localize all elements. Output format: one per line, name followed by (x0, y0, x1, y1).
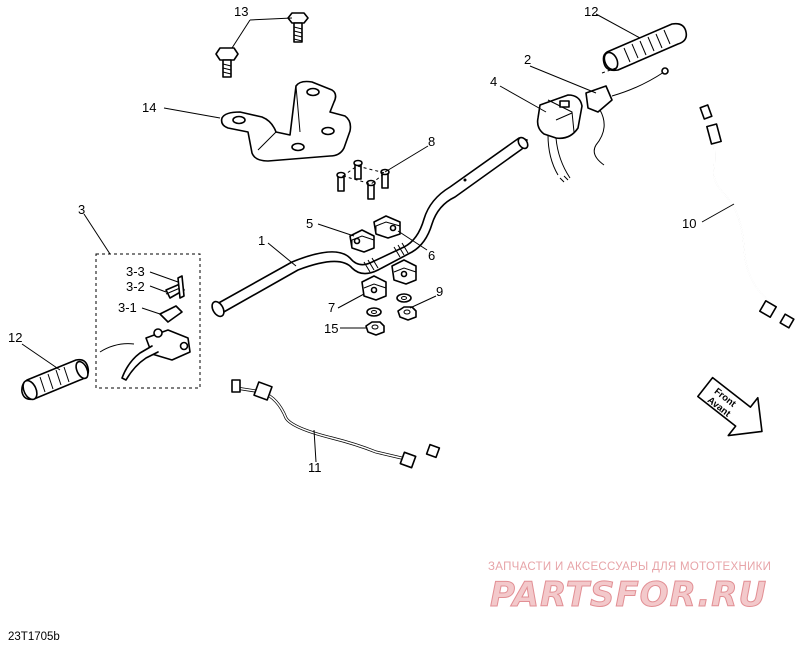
clamp-lower-left-part (361, 275, 387, 301)
nut-part (365, 306, 417, 336)
leader-lines (21, 13, 735, 463)
bolt-part-upper (287, 12, 309, 43)
bolt-part-lower (215, 47, 239, 78)
callout-6: 6 (428, 248, 435, 263)
callout-10: 10 (682, 216, 696, 231)
callout-1: 1 (258, 233, 265, 248)
lever-detail-3-1 (159, 305, 183, 323)
grip-right-part (602, 22, 688, 72)
throttle-part (585, 67, 669, 166)
cable-right-part (699, 104, 795, 329)
callout-12-left: 12 (8, 330, 22, 345)
callout-9: 9 (436, 284, 443, 299)
callout-12-right: 12 (584, 4, 598, 19)
callout-8: 8 (428, 134, 435, 149)
diagram-code: 23T1705b (8, 631, 60, 643)
callout-labels: 1 2 3 3-3 3-2 3-1 4 5 6 7 8 9 10 11 12 1… (8, 4, 696, 475)
lever-assembly-box (95, 253, 201, 389)
grip-left-part (21, 358, 90, 401)
callout-3-2: 3-2 (126, 279, 145, 294)
screws-part (336, 159, 390, 200)
callout-7: 7 (328, 300, 335, 315)
callout-14: 14 (142, 100, 156, 115)
watermark-logo: PARTSFOR.RU (490, 575, 767, 615)
handlebar-part (211, 136, 529, 318)
bracket-part (220, 80, 352, 162)
switch-housing-part (536, 94, 583, 183)
washer-part (366, 293, 412, 317)
callout-15: 15 (324, 321, 338, 336)
watermark: ЗАПЧАСТИ И АКСЕССУАРЫ ДЛЯ МОТОТЕХНИКИ PA… (488, 561, 771, 616)
callout-5: 5 (306, 216, 313, 231)
clamp-upper-right-part (373, 215, 401, 239)
callout-13: 13 (234, 4, 248, 19)
callout-2: 2 (524, 52, 531, 67)
clamp-lower-right-part (391, 259, 417, 285)
front-direction-arrow: Front Avant (697, 376, 763, 437)
watermark-tagline: ЗАПЧАСТИ И АКСЕССУАРЫ ДЛЯ МОТОТЕХНИКИ (488, 561, 771, 573)
callout-3-1: 3-1 (118, 300, 137, 315)
clamp-upper-left-part (349, 229, 375, 253)
callout-11: 11 (308, 460, 322, 475)
callout-4: 4 (490, 74, 497, 89)
callout-3-3: 3-3 (126, 264, 145, 279)
lever-detail-3-3 (177, 275, 185, 299)
callout-3: 3 (78, 202, 85, 217)
lever-part (99, 328, 191, 381)
cable-left-part (231, 379, 441, 469)
